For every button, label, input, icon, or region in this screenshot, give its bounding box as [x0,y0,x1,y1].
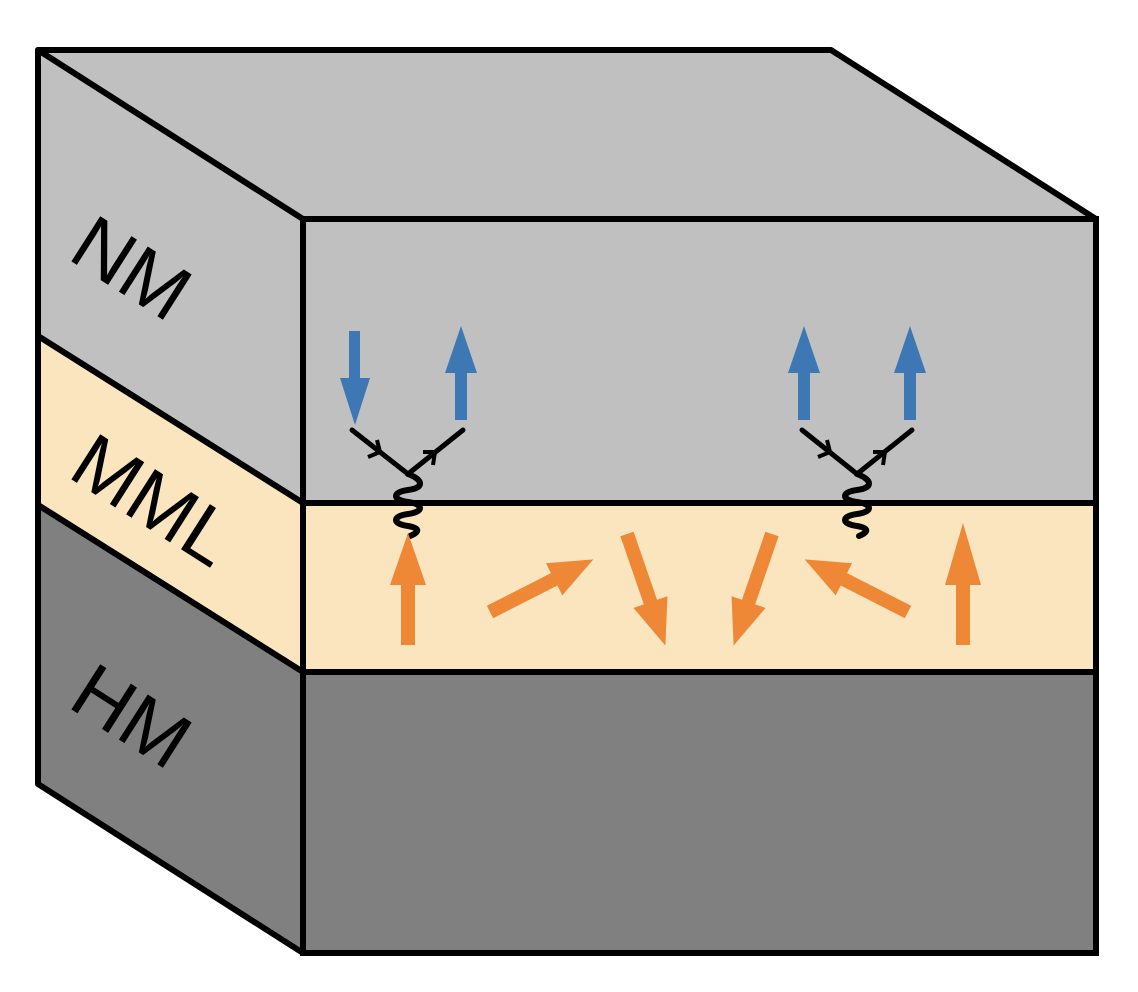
scattering-vertex-left [340,326,477,539]
magnetization-arrow-icon [945,523,981,645]
wavy-line-icon [393,471,423,539]
spin-up-arrow-icon [894,326,926,420]
magnetization-arrow-icon [390,533,426,645]
magnetization-arrow-icon [804,559,912,619]
scattering-vertex-right [788,326,926,539]
spin-down-arrow-icon [340,331,370,425]
chevron-icon [367,439,383,459]
magnetization-arrow-icon [620,531,668,646]
chevron-icon [423,450,438,466]
wavy-line-icon [842,471,872,539]
chevron-icon [817,439,833,459]
mml-front-face [300,500,1099,675]
chevron-icon [873,450,888,466]
hm-front-face [300,669,1099,956]
magnetization-arrows [390,523,981,646]
magnetization-arrow-icon [486,559,594,619]
magnetization-arrow-icon [731,531,779,646]
spin-up-arrow-icon [445,326,477,420]
spin-up-arrow-icon [788,326,820,420]
